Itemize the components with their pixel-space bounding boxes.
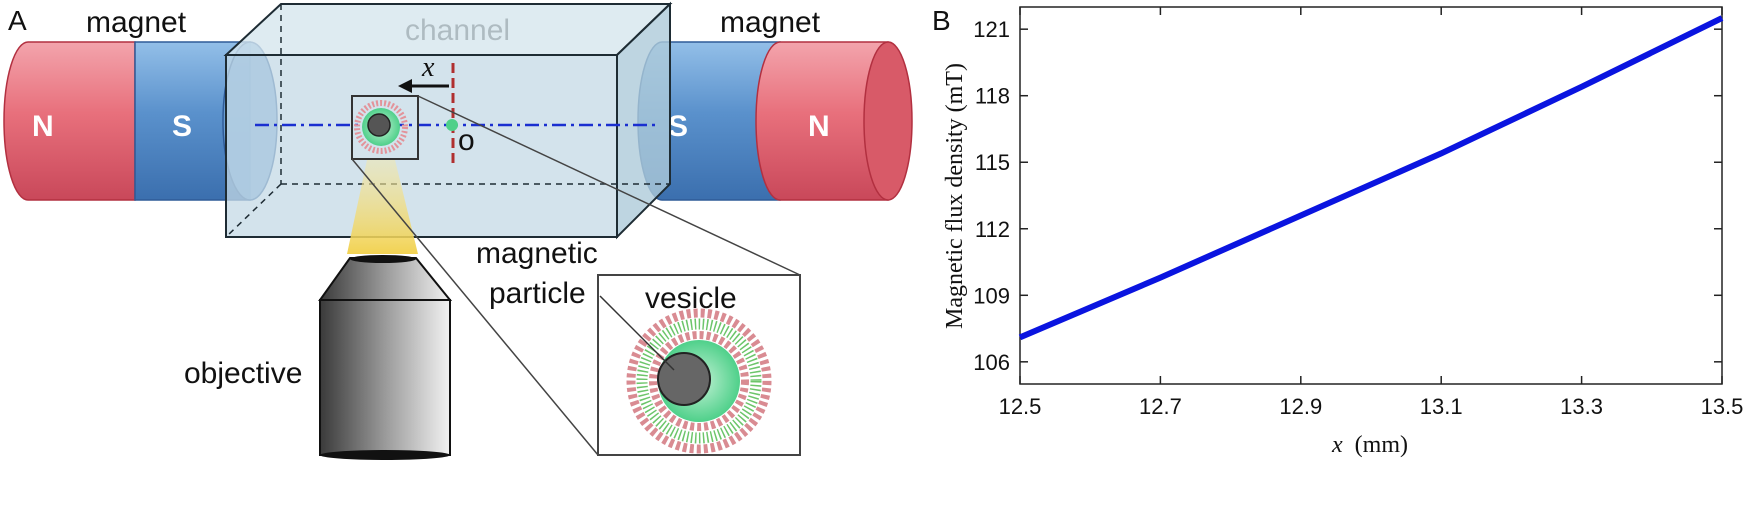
y-tick-label: 109 bbox=[973, 283, 1010, 308]
vesicle-label: vesicle bbox=[645, 282, 737, 315]
channel-top bbox=[223, 3, 673, 56]
flux-density-line bbox=[1018, 15, 1724, 341]
right-magnet-n-pole bbox=[755, 41, 889, 201]
y-tick-label: 115 bbox=[975, 150, 1010, 175]
y-ticks: 106 109 112 115 118 121 bbox=[973, 17, 1722, 375]
x-axis-label-unit: (mm) bbox=[1355, 432, 1408, 458]
sample-zoom-box bbox=[351, 95, 419, 160]
magnet-left-label: magnet bbox=[86, 6, 187, 39]
magnetic-particle-label-line2: particle bbox=[489, 277, 586, 310]
x-axis-label-var: x bbox=[1331, 432, 1343, 458]
magnetic-particle-label-line1: magnetic bbox=[476, 237, 598, 270]
small-magnetic-particle bbox=[367, 113, 391, 137]
objective-label: objective bbox=[184, 357, 302, 390]
objective-base bbox=[320, 450, 450, 460]
inset-vesicle-inner-ring bbox=[649, 331, 749, 431]
light-beam bbox=[347, 160, 418, 254]
y-tick-label: 118 bbox=[975, 84, 1010, 109]
panel-a: A magnet magnet channel N S S N bbox=[3, 1, 913, 460]
x-arrow-head bbox=[398, 79, 412, 93]
x-axis-symbol: x bbox=[421, 52, 435, 83]
objective bbox=[318, 255, 453, 460]
pole-right-s-label: S bbox=[668, 110, 688, 143]
magnet-right-label: magnet bbox=[720, 6, 821, 39]
x-tick-label: 13.3 bbox=[1560, 394, 1603, 419]
inset-vesicle-tail-ring bbox=[636, 318, 762, 444]
pole-left-s-label: S bbox=[172, 110, 192, 143]
y-tick-label: 106 bbox=[973, 350, 1010, 375]
magnetic-particle-pointer bbox=[599, 295, 675, 371]
plot-frame bbox=[1019, 6, 1723, 385]
inset-vesicle-outer-ring bbox=[626, 308, 772, 454]
objective-lens bbox=[350, 255, 416, 263]
x-ticks: 12.5 12.7 12.9 13.1 13.3 13.5 bbox=[999, 7, 1744, 419]
left-magnet-n-pole bbox=[3, 41, 136, 201]
y-axis-label: Magnetic flux density (mT) bbox=[942, 63, 968, 329]
pole-right-n-label: N bbox=[808, 110, 830, 143]
zoom-line-bottom bbox=[351, 158, 599, 456]
zoom-line-top bbox=[417, 95, 801, 276]
x-axis-label: x (mm) bbox=[1331, 432, 1408, 458]
objective-body bbox=[319, 299, 451, 456]
y-tick-label: 121 bbox=[973, 17, 1010, 42]
right-magnet-face bbox=[863, 41, 913, 201]
x-tick-label: 12.7 bbox=[1139, 394, 1182, 419]
small-vesicle-ring bbox=[354, 100, 408, 154]
x-tick-label: 13.5 bbox=[1701, 394, 1744, 419]
panel-b-label: B bbox=[932, 5, 951, 36]
objective-top bbox=[318, 257, 453, 301]
pole-left-n-label: N bbox=[32, 110, 54, 143]
origin-label: o bbox=[458, 124, 475, 157]
right-magnet: S N bbox=[637, 41, 913, 201]
channel-box bbox=[223, 1, 673, 240]
x-tick-label: 12.9 bbox=[1279, 394, 1322, 419]
origin-dot bbox=[446, 119, 458, 131]
x-tick-label: 12.5 bbox=[999, 394, 1042, 419]
panel-a-label: A bbox=[8, 5, 27, 36]
x-tick-label: 13.1 bbox=[1420, 394, 1463, 419]
y-tick-label: 112 bbox=[975, 217, 1010, 242]
channel-hidden-edge-3 bbox=[225, 183, 282, 238]
